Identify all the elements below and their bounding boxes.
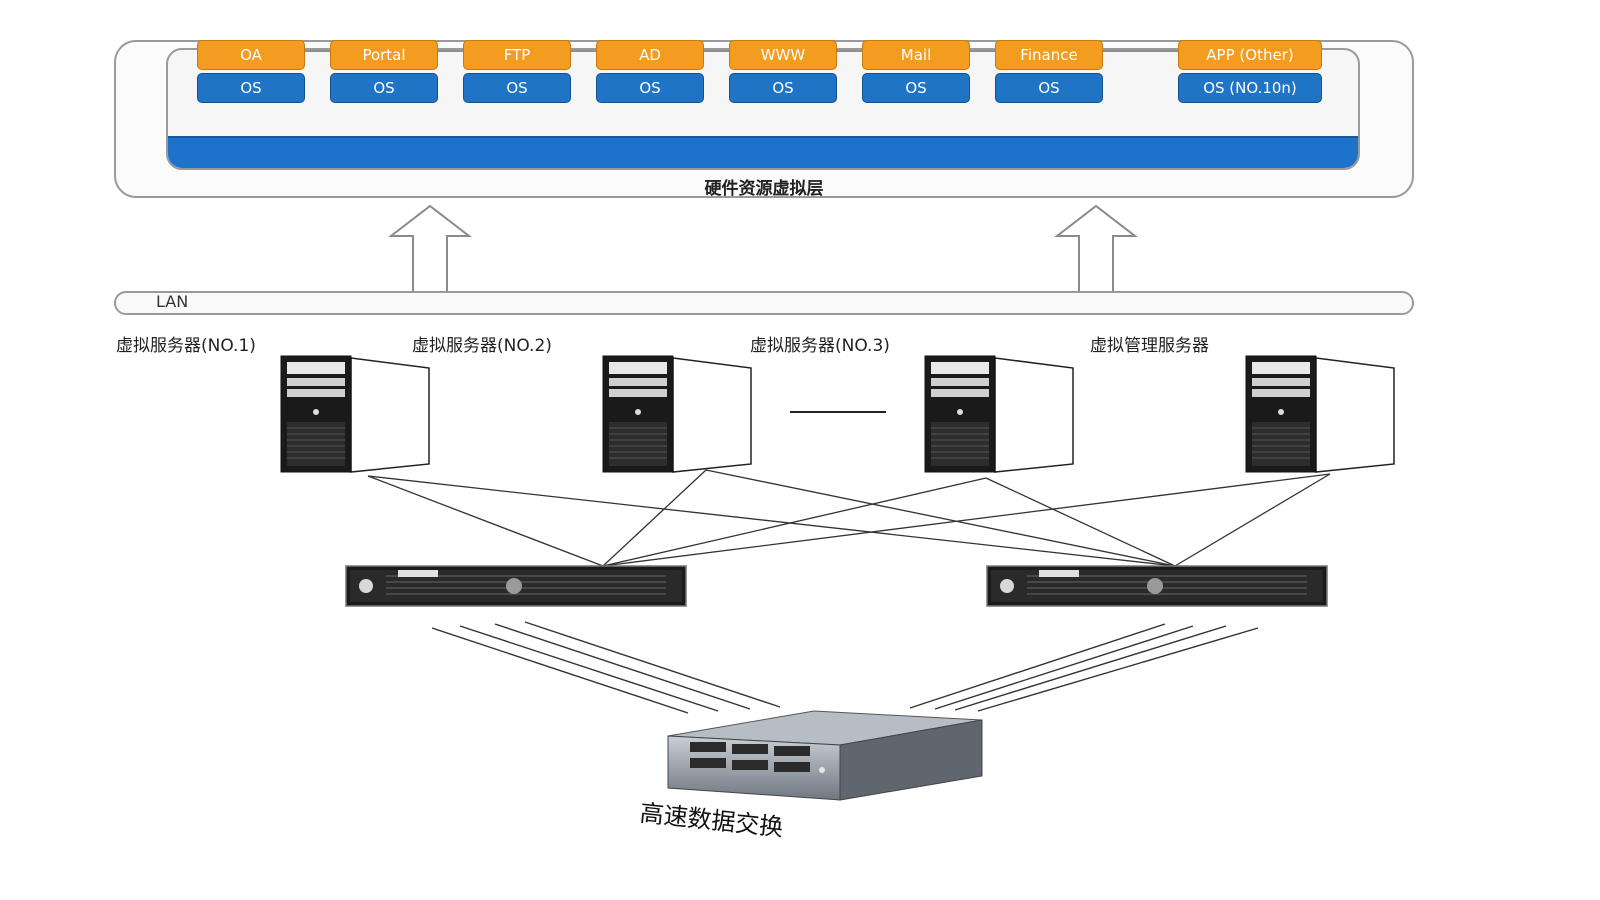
vm-os-4: OS [596, 73, 704, 103]
vm-app-www: WWW [729, 40, 837, 70]
server-label-1: 虚拟服务器(NO.1) [116, 336, 256, 356]
lan-label: LAN [156, 292, 189, 311]
vm-app-finance: Finance [995, 40, 1103, 70]
vm-os-7: OS [995, 73, 1103, 103]
up-arrow-icon [1054, 204, 1138, 291]
rack-switch-icon [986, 565, 1328, 607]
server-label-3: 虚拟服务器(NO.3) [750, 336, 890, 356]
virtual-layer-caption: 硬件资源虚拟层 [704, 179, 824, 199]
tower-server-icon [602, 355, 752, 473]
vm-os-1: OS [197, 73, 305, 103]
vm-os-2: OS [330, 73, 438, 103]
vm-app-mail: Mail [862, 40, 970, 70]
up-arrow-icon [388, 204, 472, 291]
vm-app-ad: AD [596, 40, 704, 70]
vm-os-3: OS [463, 73, 571, 103]
tower-server-icon [924, 355, 1074, 473]
storage-array-icon [667, 710, 983, 801]
server-label-management: 虚拟管理服务器 [1090, 336, 1209, 356]
rack-switch-icon [345, 565, 687, 607]
tower-server-icon [1245, 355, 1395, 473]
vm-app-ftp: FTP [463, 40, 571, 70]
tower-server-icon [280, 355, 430, 473]
storage-links [431, 621, 1259, 714]
vm-os-n: OS (NO.10n) [1178, 73, 1322, 103]
vm-os-5: OS [729, 73, 837, 103]
server-switch-links [367, 469, 1331, 567]
hypervisor-base [168, 136, 1358, 168]
vm-app-other: APP (Other) [1178, 40, 1322, 70]
vm-app-oa: OA [197, 40, 305, 70]
vm-app-portal: Portal [330, 40, 438, 70]
server-label-2: 虚拟服务器(NO.2) [412, 336, 552, 356]
vm-os-6: OS [862, 73, 970, 103]
lan-bus [114, 291, 1414, 315]
